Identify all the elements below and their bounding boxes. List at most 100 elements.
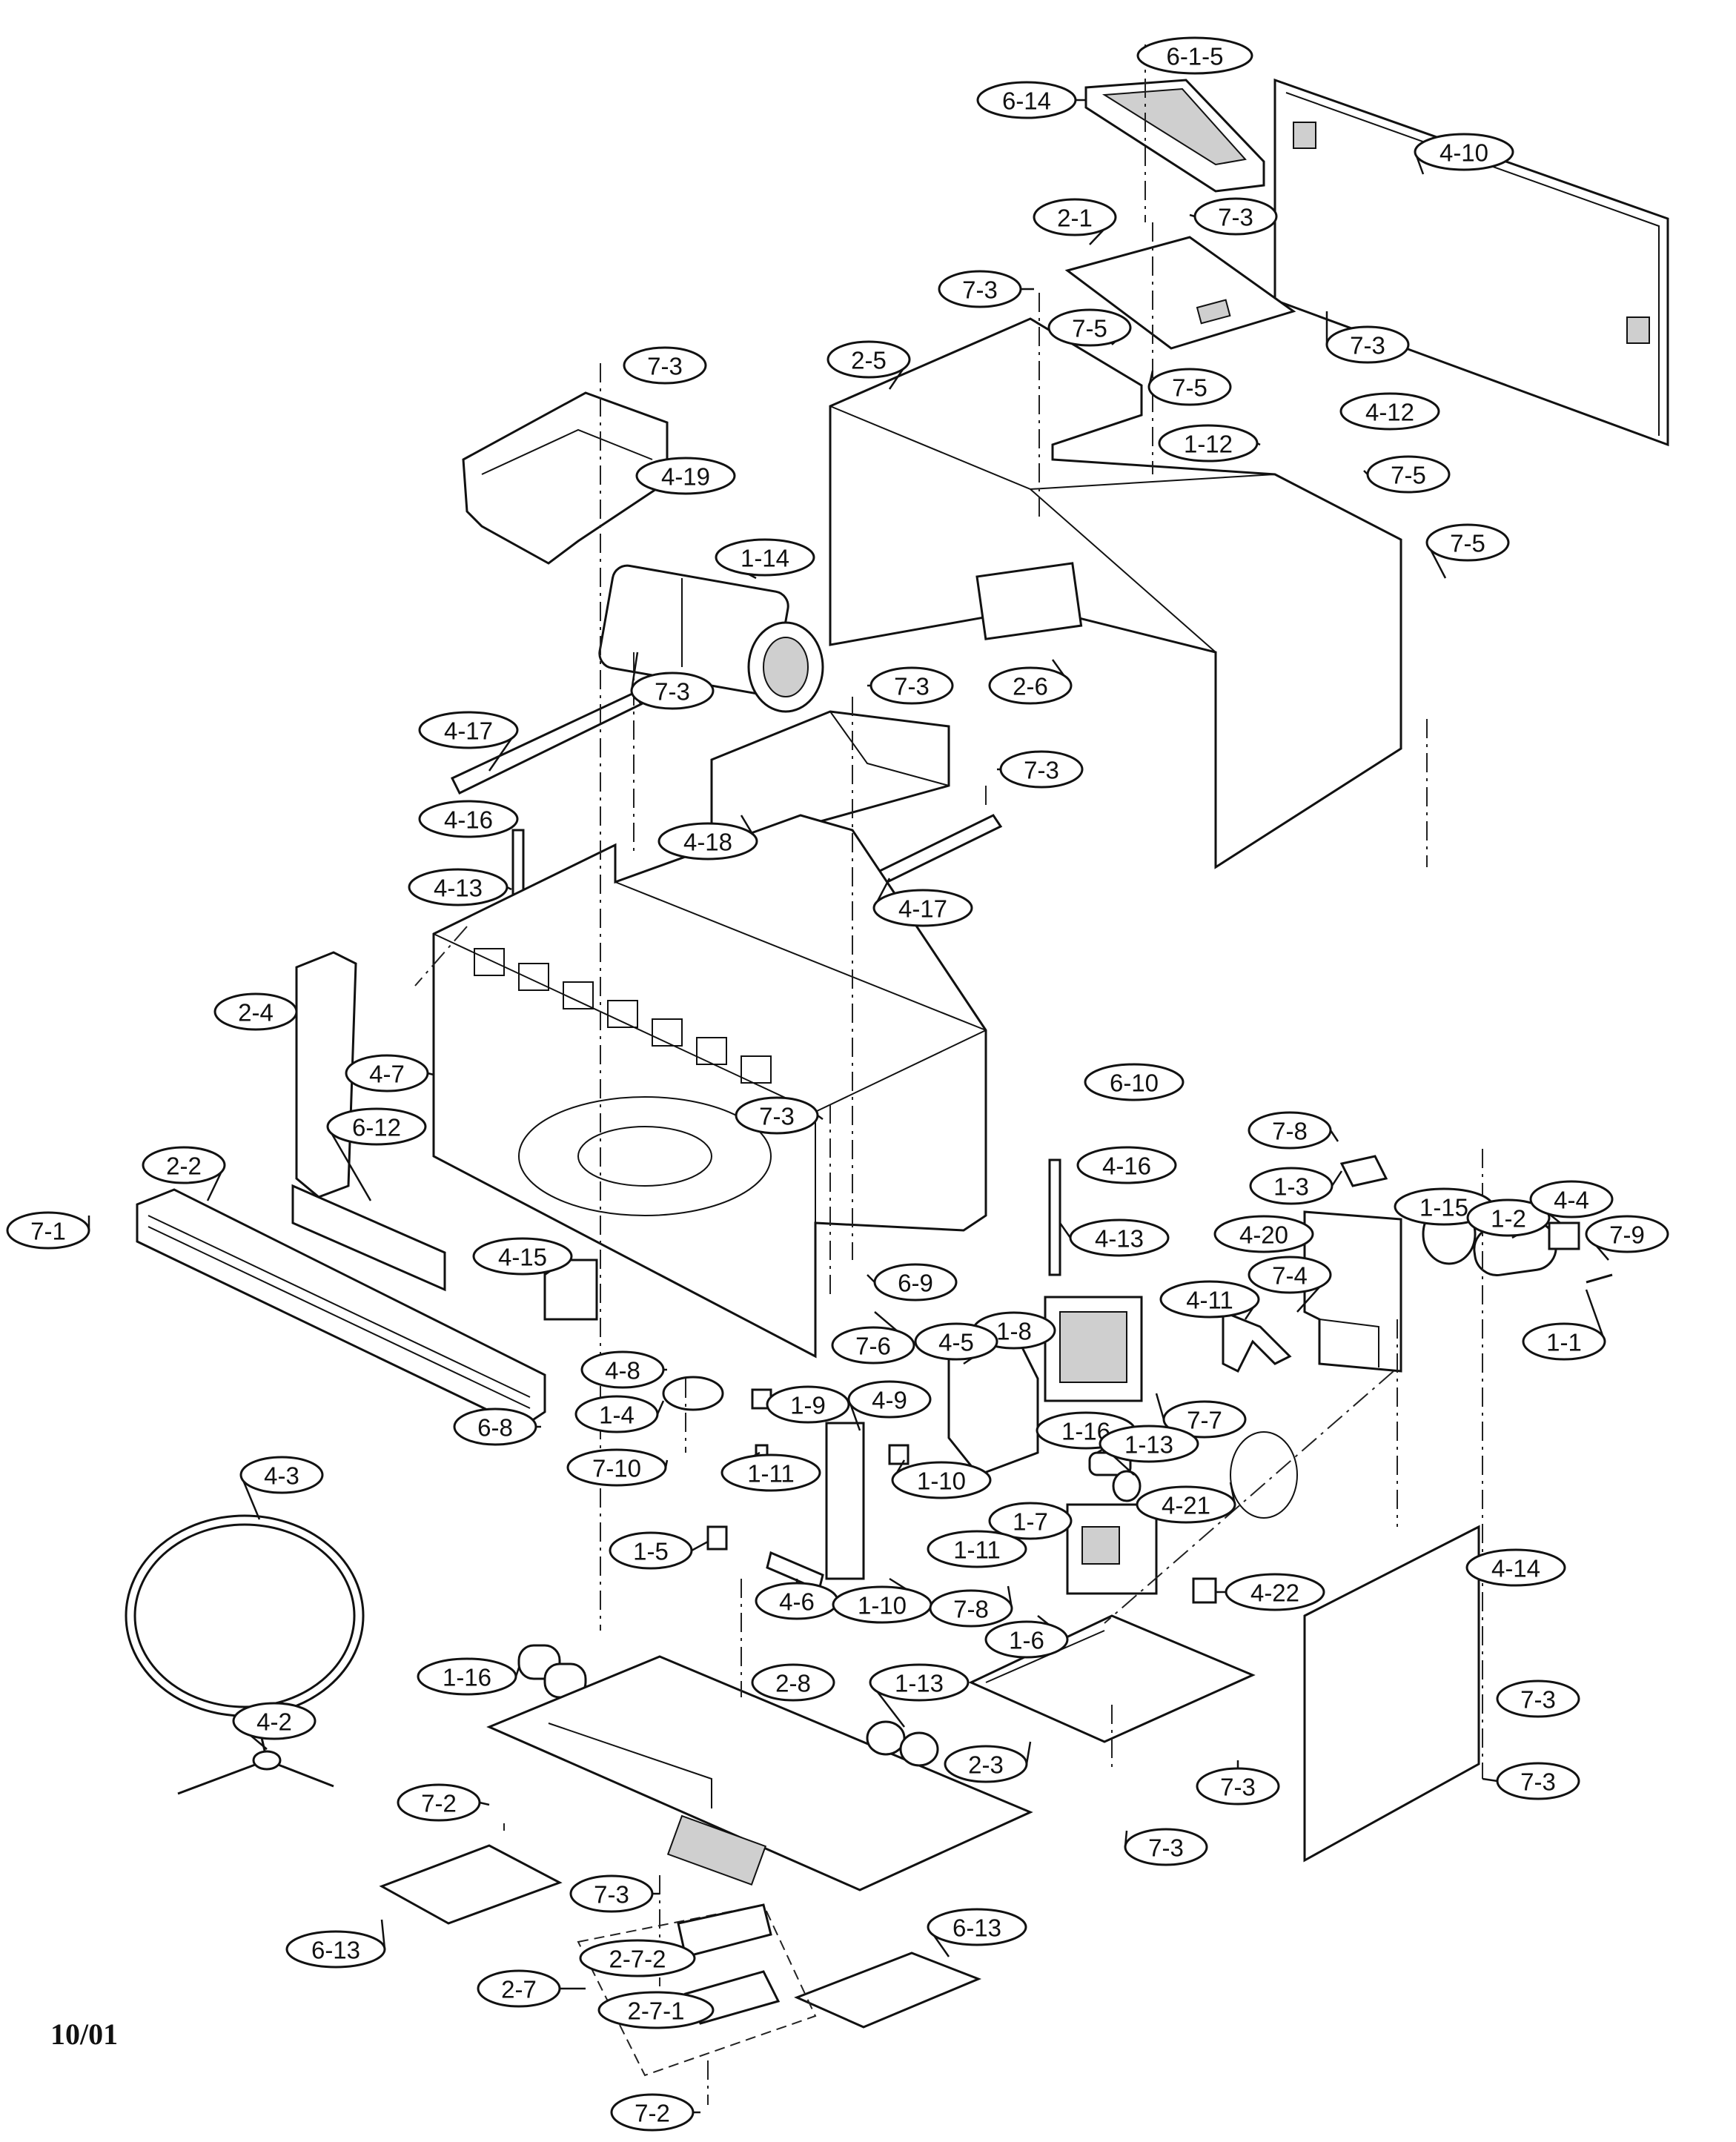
callout-oval — [397, 1783, 481, 1822]
callout-label: 4-12 — [1365, 399, 1414, 426]
callout-oval — [914, 1322, 998, 1361]
callout-oval — [1522, 1322, 1606, 1361]
callout-4-17-b: 4-17 — [872, 878, 973, 927]
part-1-10-switch — [888, 1444, 910, 1465]
callout-2-5: 2-5 — [826, 340, 911, 390]
callout-label: 4-7 — [369, 1061, 405, 1088]
callout-7-2-b: 7-2 — [610, 2093, 700, 2132]
callout-label: 1-11 — [953, 1536, 1001, 1564]
callout-4-16-a: 4-16 — [418, 800, 519, 838]
callout-label: 4-13 — [1095, 1225, 1144, 1253]
callout-7-8-a: 7-8 — [1248, 1111, 1339, 1150]
callout-label: 1-4 — [599, 1402, 635, 1429]
callout-label: 7-3 — [894, 673, 930, 700]
callout-oval — [1084, 1063, 1185, 1101]
part-6-13-cover-left — [379, 1844, 563, 1925]
callout-label: 4-6 — [779, 1588, 815, 1616]
callout-label: 6-13 — [953, 1914, 1001, 1942]
callout-label: 4-16 — [1102, 1153, 1151, 1180]
callout-oval — [873, 1263, 958, 1302]
callout-oval — [1124, 1828, 1208, 1866]
callout-label: 1-5 — [633, 1538, 669, 1565]
part-2-1-top-plate — [1064, 236, 1296, 350]
callout-oval — [720, 1453, 821, 1492]
callout-oval — [239, 1456, 324, 1494]
callout-oval — [623, 346, 707, 385]
callout-label: 7-3 — [1520, 1686, 1556, 1714]
callout-label: 1-8 — [996, 1318, 1032, 1345]
part-4-13-bracket-right — [1048, 1158, 1061, 1276]
callout-label: 7-10 — [592, 1455, 641, 1482]
callout-oval — [891, 1461, 992, 1499]
footer-code: 10/01 — [50, 2017, 118, 2051]
part-4-20-bracket — [1303, 1210, 1402, 1373]
callout-label: 1-9 — [790, 1392, 826, 1419]
callout-label: 7-9 — [1609, 1221, 1645, 1249]
leader-line — [630, 651, 639, 692]
callout-label: 7-2 — [635, 2100, 670, 2127]
callout-oval — [345, 1054, 429, 1092]
leader-line — [1059, 1222, 1072, 1239]
callout-1-2: 1-2 — [1466, 1198, 1551, 1239]
callout-label: 7-3 — [1218, 204, 1253, 231]
callout-7-2-a: 7-2 — [397, 1783, 490, 1822]
callout-7-4: 7-4 — [1248, 1256, 1332, 1313]
callout-label: 7-6 — [855, 1333, 891, 1360]
callout-2-7-1: 2-7-1 — [597, 1991, 715, 2029]
callout-label: 4-15 — [498, 1244, 547, 1271]
callout-label: 7-7 — [1187, 1407, 1222, 1434]
callout-label: 1-6 — [1009, 1627, 1044, 1654]
callout-label: 4-5 — [938, 1329, 974, 1356]
callout-oval — [938, 270, 1022, 308]
callout-1-16-b: 1-16 — [417, 1657, 520, 1696]
callout-label: 2-4 — [238, 999, 274, 1027]
callout-oval — [831, 1326, 915, 1365]
callout-oval — [579, 1939, 696, 1977]
callout-oval — [1529, 1180, 1614, 1218]
callout-oval — [927, 1908, 1027, 1946]
callout-2-1: 2-1 — [1033, 198, 1117, 245]
callout-4-11: 4-11 — [1159, 1280, 1260, 1320]
callout-oval — [927, 1530, 1027, 1568]
callout-oval — [1076, 1146, 1177, 1184]
callout-layer: 6-1-56-144-107-32-17-37-37-52-57-54-121-… — [6, 36, 1669, 2132]
callout-oval — [1325, 325, 1410, 364]
callout-label: 1-12 — [1184, 431, 1233, 458]
callout-oval — [213, 992, 298, 1031]
callout-7-3-m: 7-3 — [569, 1874, 660, 1913]
callout-7-5-c: 7-5 — [1363, 455, 1451, 494]
callout-oval — [1147, 368, 1232, 406]
part-1-13-lamp-holders — [866, 1720, 939, 1767]
callout-4-7: 4-7 — [345, 1054, 434, 1092]
callout-7-3-l: 7-3 — [1124, 1828, 1208, 1866]
callout-6-13-b: 6-13 — [927, 1908, 1027, 1957]
callout-label: 7-3 — [594, 1881, 629, 1909]
callout-1-11-a: 1-11 — [720, 1451, 821, 1492]
callout-label: 4-2 — [256, 1708, 292, 1736]
callout-label: 7-8 — [1272, 1118, 1308, 1145]
callout-label: 4-14 — [1491, 1555, 1540, 1582]
callout-1-4: 1-4 — [574, 1395, 665, 1433]
callout-label: 2-7 — [501, 1976, 537, 2003]
part-2-7-cover-assembly — [577, 1903, 817, 2077]
callout-label: 6-13 — [311, 1937, 360, 1964]
callout-1-3: 1-3 — [1249, 1167, 1343, 1205]
callout-oval — [630, 672, 715, 710]
callout-1-14: 1-14 — [715, 538, 815, 580]
callout-oval — [1249, 1167, 1334, 1205]
part-6-14-duct — [1084, 79, 1265, 193]
leader-line — [326, 1126, 372, 1201]
callout-label: 6-1-5 — [1166, 43, 1223, 70]
callout-oval — [417, 1657, 517, 1696]
part-4-4-clip — [1548, 1221, 1580, 1250]
part-1-14-blower — [598, 564, 824, 713]
callout-7-3-c: 7-3 — [938, 270, 1034, 308]
callout-oval — [472, 1237, 573, 1276]
callout-oval — [6, 1211, 90, 1250]
callout-oval — [869, 1663, 970, 1702]
callout-oval — [1425, 523, 1510, 562]
callout-4-19: 4-19 — [635, 457, 736, 495]
callout-oval — [1496, 1762, 1580, 1800]
callout-1-13-a: 1-13 — [1099, 1425, 1199, 1476]
